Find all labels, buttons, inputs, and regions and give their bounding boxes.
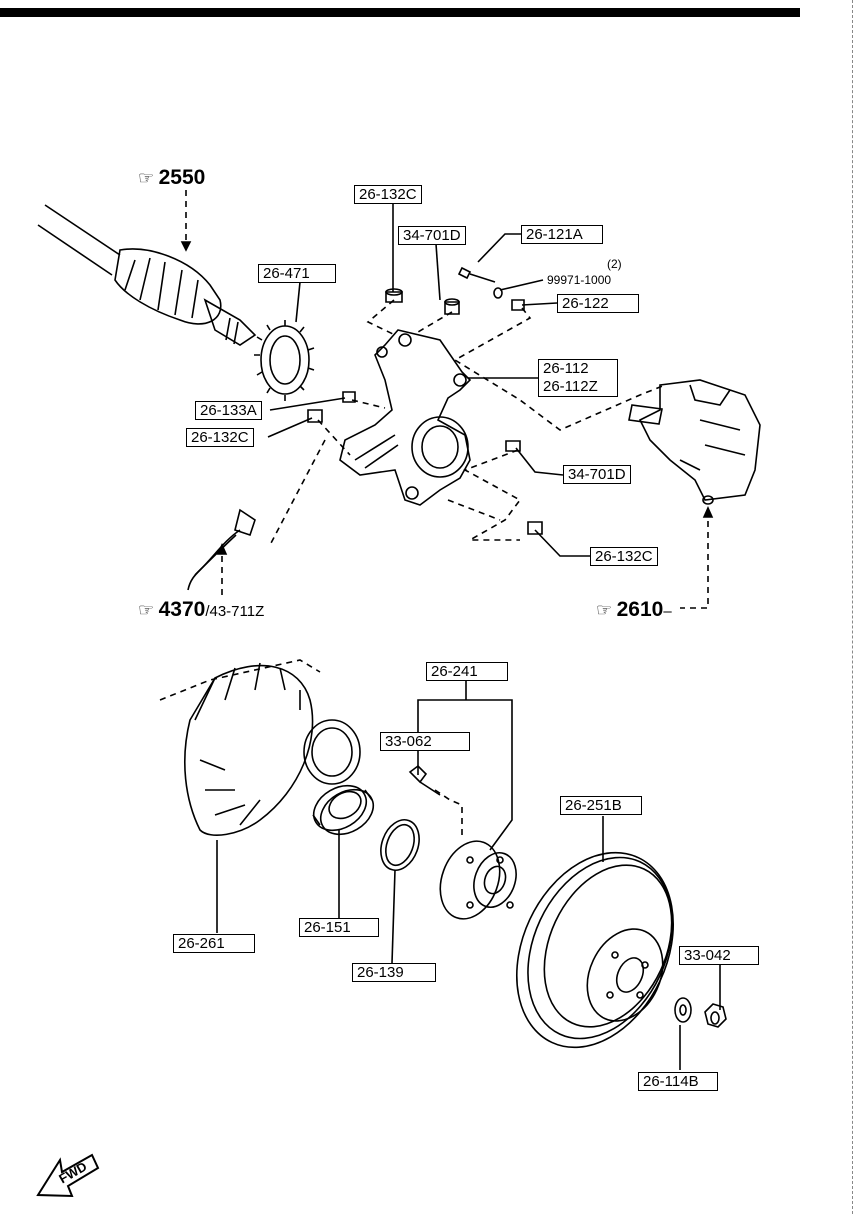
steering-knuckle bbox=[339, 329, 472, 506]
leader-lines bbox=[216, 203, 721, 1070]
wheel-speed-sensor bbox=[187, 508, 256, 591]
part-label-34-701D-mid[interactable]: 34-701D bbox=[563, 465, 631, 484]
part-label-26-132C-top[interactable]: 26-132C bbox=[354, 185, 422, 204]
part-label-26-241[interactable]: 26-241 bbox=[426, 662, 508, 681]
abs-sensor-ring bbox=[254, 320, 315, 401]
part-label-99971-1000[interactable]: 99971-1000 bbox=[547, 273, 612, 287]
pointing-hand-icon: ☞ bbox=[596, 600, 613, 620]
brake-caliper bbox=[628, 379, 761, 505]
part-label-26-251B[interactable]: 26-251B bbox=[560, 796, 642, 815]
fwd-arrow bbox=[36, 1153, 100, 1198]
ref-2550[interactable]: ☞ 2550 bbox=[138, 166, 206, 189]
hub-nut bbox=[674, 997, 727, 1028]
pointing-hand-icon: ☞ bbox=[138, 168, 155, 188]
quantity-label: (2) bbox=[607, 257, 622, 271]
part-label-26-122[interactable]: 26-122 bbox=[557, 294, 639, 313]
part-label-26-112[interactable]: 26-112 26-112Z bbox=[538, 359, 618, 397]
part-label-26-121A[interactable]: 26-121A bbox=[521, 225, 603, 244]
part-label-26-132C-bottom[interactable]: 26-132C bbox=[590, 547, 658, 566]
wheel-bearing bbox=[312, 784, 375, 836]
part-number-26-112: 26-112 bbox=[543, 360, 589, 377]
part-label-26-261[interactable]: 26-261 bbox=[173, 934, 255, 953]
top-rule bbox=[0, 8, 800, 17]
part-label-26-471[interactable]: 26-471 bbox=[258, 264, 336, 283]
dust-shield bbox=[159, 659, 361, 836]
part-label-33-042[interactable]: 33-042 bbox=[679, 946, 759, 965]
part-label-26-139[interactable]: 26-139 bbox=[352, 963, 436, 982]
page-edge bbox=[852, 0, 861, 1214]
wheel-hub bbox=[439, 840, 517, 920]
part-label-26-133A[interactable]: 26-133A bbox=[195, 401, 262, 420]
part-label-33-062[interactable]: 33-062 bbox=[380, 732, 470, 751]
part-label-26-132C-left[interactable]: 26-132C bbox=[186, 428, 254, 447]
part-label-26-114B[interactable]: 26-114B bbox=[638, 1072, 718, 1091]
brake-disc bbox=[515, 851, 675, 1049]
pointing-hand-icon: ☞ bbox=[138, 600, 155, 620]
part-label-26-151[interactable]: 26-151 bbox=[299, 918, 379, 937]
ref-2610[interactable]: ☞ 2610– bbox=[596, 598, 672, 621]
part-label-34-701D-top[interactable]: 34-701D bbox=[398, 226, 466, 245]
snap-ring bbox=[380, 819, 420, 871]
ref-4370[interactable]: ☞ 4370/43-711Z bbox=[138, 598, 265, 621]
assembly-lines-upper bbox=[269, 299, 666, 546]
drive-shaft bbox=[37, 204, 257, 346]
part-number-26-112Z: 26-112Z bbox=[543, 378, 598, 395]
hub-bolt bbox=[408, 764, 463, 840]
knuckle-fasteners bbox=[307, 266, 543, 535]
